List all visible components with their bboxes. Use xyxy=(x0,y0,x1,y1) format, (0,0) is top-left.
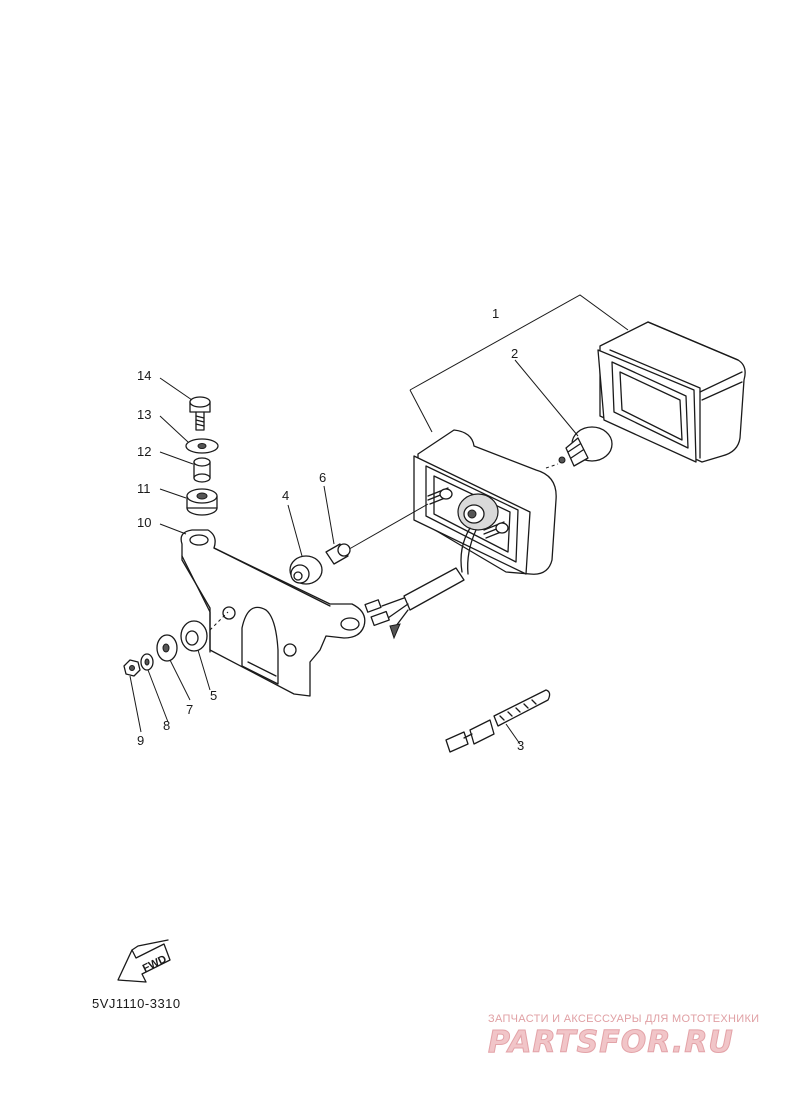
spacer xyxy=(159,451,211,483)
callout-9: 9 xyxy=(137,733,144,748)
callout-1: 1 xyxy=(492,306,499,321)
damper-lower xyxy=(180,620,211,691)
lamp-housing xyxy=(343,429,557,575)
fwd-arrow-icon: FWD xyxy=(117,939,171,983)
callout-4: 4 xyxy=(282,488,289,503)
grommet xyxy=(287,504,323,585)
callout-7: 7 xyxy=(186,702,193,717)
housing-stud-right xyxy=(483,521,509,539)
watermark-tagline: ЗАПЧАСТИ И АКСЕССУАРЫ ДЛЯ МОТОТЕХНИКИ xyxy=(488,1013,759,1025)
collar xyxy=(323,485,351,565)
callout-5: 5 xyxy=(210,688,217,703)
lens-cover xyxy=(597,321,746,463)
callout-10: 10 xyxy=(137,515,151,530)
bulb xyxy=(514,359,613,469)
cable-tie xyxy=(445,689,551,753)
callout-2: 2 xyxy=(511,346,518,361)
callout-3: 3 xyxy=(517,738,524,753)
diagram-code: 5VJ1110-3310 xyxy=(92,996,181,1011)
callout-11: 11 xyxy=(137,481,151,496)
watermark-brand: PARTSFOR.RU xyxy=(488,1025,734,1060)
housing-stud-left xyxy=(427,487,453,505)
washer-lower xyxy=(156,634,191,701)
callout-6: 6 xyxy=(319,470,326,485)
callout-13: 13 xyxy=(137,407,151,422)
callout-8: 8 xyxy=(163,718,170,733)
damper xyxy=(159,488,218,516)
callout-12: 12 xyxy=(137,444,151,459)
bolt xyxy=(159,377,211,431)
wiring-lead xyxy=(364,527,477,640)
nut xyxy=(123,659,142,733)
lock-washer xyxy=(140,653,169,723)
assembly-bracket-leader xyxy=(409,294,629,433)
tail-bracket xyxy=(159,523,366,697)
callout-14: 14 xyxy=(137,368,151,383)
washer-upper xyxy=(159,415,219,454)
